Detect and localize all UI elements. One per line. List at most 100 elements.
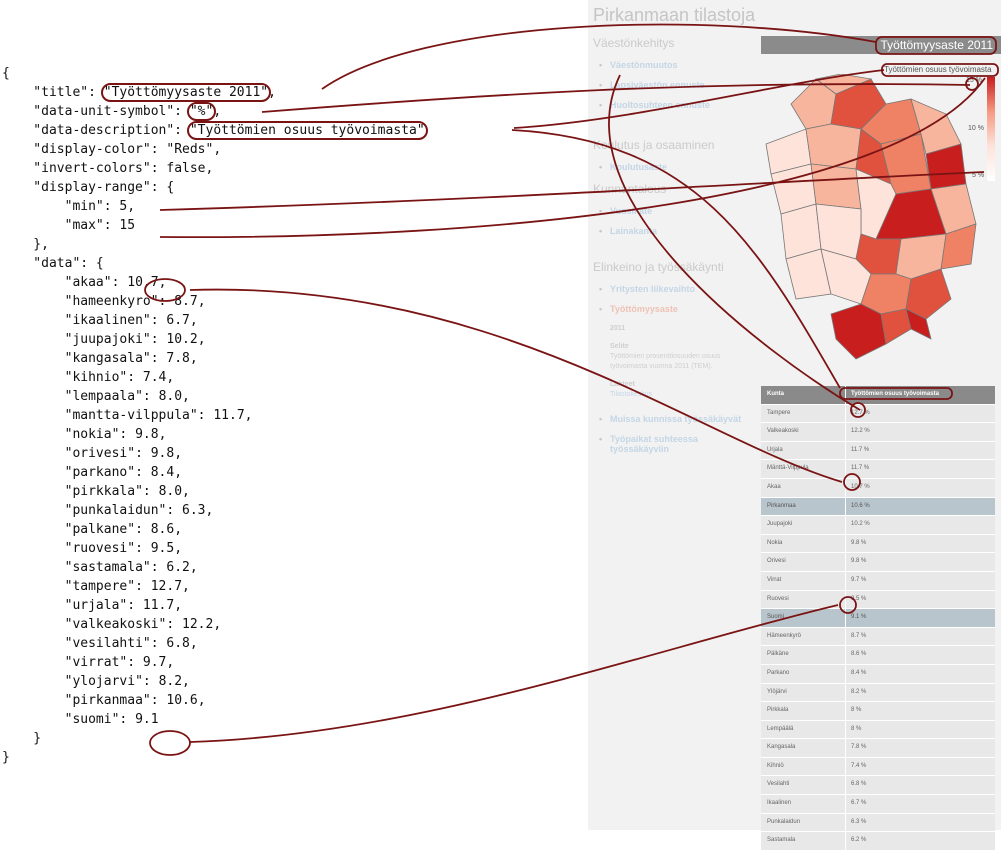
json-data-key: mantta-vilppula <box>72 408 190 423</box>
sidebar-section-koulutus: Koulutus ja osaaminen Koulutusaste <box>593 138 753 182</box>
json-data-key: sastamala <box>72 560 143 575</box>
table-cell-kunta: Akaa <box>761 478 845 497</box>
json-data-entry: "punkalaidun": 6.3, <box>2 503 214 518</box>
sidebar-heading: Väestönkehitys <box>593 36 675 50</box>
table-cell-value: 9.8 % <box>845 553 995 571</box>
sidebar-link-liikevaihto[interactable]: Yritysten liikevaihto <box>593 284 753 294</box>
sidebar-link-lainakanta[interactable]: Lainakanta <box>593 226 753 236</box>
sidebar-link-vaestonmuutos[interactable]: Väestönmuutos <box>593 60 753 70</box>
table-cell-kunta: Pirkanmaa <box>761 497 845 516</box>
map-region[interactable] <box>805 123 862 170</box>
json-title-value: Työttömyysaste 2011 <box>111 85 261 100</box>
legend-description: Työttömien osuus työvoimasta <box>884 65 992 74</box>
table-cell-kunta: Orivesi <box>761 553 845 571</box>
table-cell-value: 10.7 % <box>845 478 995 497</box>
json-data-key: ikaalinen <box>72 313 143 328</box>
json-data-key: lempaala <box>72 389 136 404</box>
sidebar-link-tyopaikat[interactable]: Työpaikat suhteessa työssäkäyviin <box>593 434 753 454</box>
table-cell-kunta: Kihniö <box>761 757 845 776</box>
json-data-key: orivesi <box>72 446 128 461</box>
table-cell-value: 7.4 % <box>845 757 995 776</box>
sidebar-heading: Elinkeino ja työssäkäynti <box>593 260 724 274</box>
map-region[interactable] <box>905 268 952 320</box>
table-cell-value: 11.7 % <box>845 460 995 478</box>
json-data-key: suomi <box>72 712 112 727</box>
unit-circle: "%" <box>186 102 217 121</box>
json-data-key: palkane <box>72 522 128 537</box>
json-data-key: vesilahti <box>72 636 143 651</box>
json-data-entry: "parkano": 8.4, <box>2 465 183 480</box>
sidebar-link-koulutusaste[interactable]: Koulutusaste <box>593 162 753 172</box>
table-cell-kunta: Pälkäne <box>761 646 845 664</box>
sidebar-link-tyottomyysaste[interactable]: Työttömyysaste <box>593 304 753 314</box>
choropleth-map[interactable] <box>761 74 981 364</box>
lahteet-link[interactable]: Tilastokeskus <box>610 391 653 398</box>
map-region[interactable] <box>830 303 887 360</box>
table-cell-value: 9.7 % <box>845 571 995 590</box>
json-data-entry: "palkane": 8.6, <box>2 522 183 537</box>
map-header: Työttömyysaste 2011 <box>761 36 1001 54</box>
sidebar-heading: Kunnantalous <box>593 182 667 196</box>
table-cell-value: 9.5 % <box>845 590 995 609</box>
json-unit-value: % <box>197 104 206 119</box>
sidebar-link-muissa-kunnissa[interactable]: Muissa kunnissa työssäkäyvät <box>593 414 753 424</box>
json-data-entry: "orivesi": 9.8, <box>2 446 183 461</box>
table-cell-kunta: Ikaalinen <box>761 795 845 813</box>
table-header-value[interactable]: Työttömien osuus työvoimasta <box>845 386 995 404</box>
table-cell-value: 10.6 % <box>845 497 995 516</box>
legend-color-scale <box>987 77 995 181</box>
json-range-min: 5 <box>119 199 128 214</box>
map-region[interactable] <box>810 163 862 210</box>
json-data-value: 11.7 <box>213 408 245 423</box>
table-cell-value: 9.8 % <box>845 534 995 553</box>
lahteet-heading: Lähteet <box>610 381 635 388</box>
json-data-key: kangasala <box>72 351 143 366</box>
json-data-value: 6.8 <box>166 636 190 651</box>
table-cell-value: 10.2 % <box>845 516 995 534</box>
json-data-value: 6.3 <box>182 503 206 518</box>
map-region[interactable] <box>905 308 932 340</box>
sidebar-section-vaesto: Väestönkehitys Väestönmuutos Lapsiväestö… <box>593 36 753 120</box>
json-data-entry: "kangasala": 7.8, <box>2 351 198 366</box>
active-year: 2011 <box>610 325 626 332</box>
json-data-value: 12.7 <box>150 579 183 594</box>
json-data-value: 6.7 <box>166 313 190 328</box>
sidebar-link-vuosikate[interactable]: Vuosikate <box>593 206 753 216</box>
json-data-key: nokia <box>72 427 112 442</box>
json-data-entry: "virrat": 9.7, <box>2 655 175 670</box>
json-data-value: 6.2 <box>166 560 190 575</box>
table-header-kunta[interactable]: Kunta <box>761 386 845 404</box>
sidebar-link-huoltosuhde[interactable]: Huoltosuhteen ennuste <box>593 100 753 110</box>
sidebar-section-kuntatalous: Kunnantalous Vuosikate Lainakanta <box>593 182 753 246</box>
json-data-value: 8.4 <box>150 465 175 480</box>
table-cell-kunta: Ylöjärvi <box>761 683 845 702</box>
sidebar-link-lapsivaesto[interactable]: Lapsiväestön ennuste <box>593 80 753 90</box>
json-range-max: 15 <box>119 218 136 233</box>
map-region[interactable] <box>880 308 912 345</box>
